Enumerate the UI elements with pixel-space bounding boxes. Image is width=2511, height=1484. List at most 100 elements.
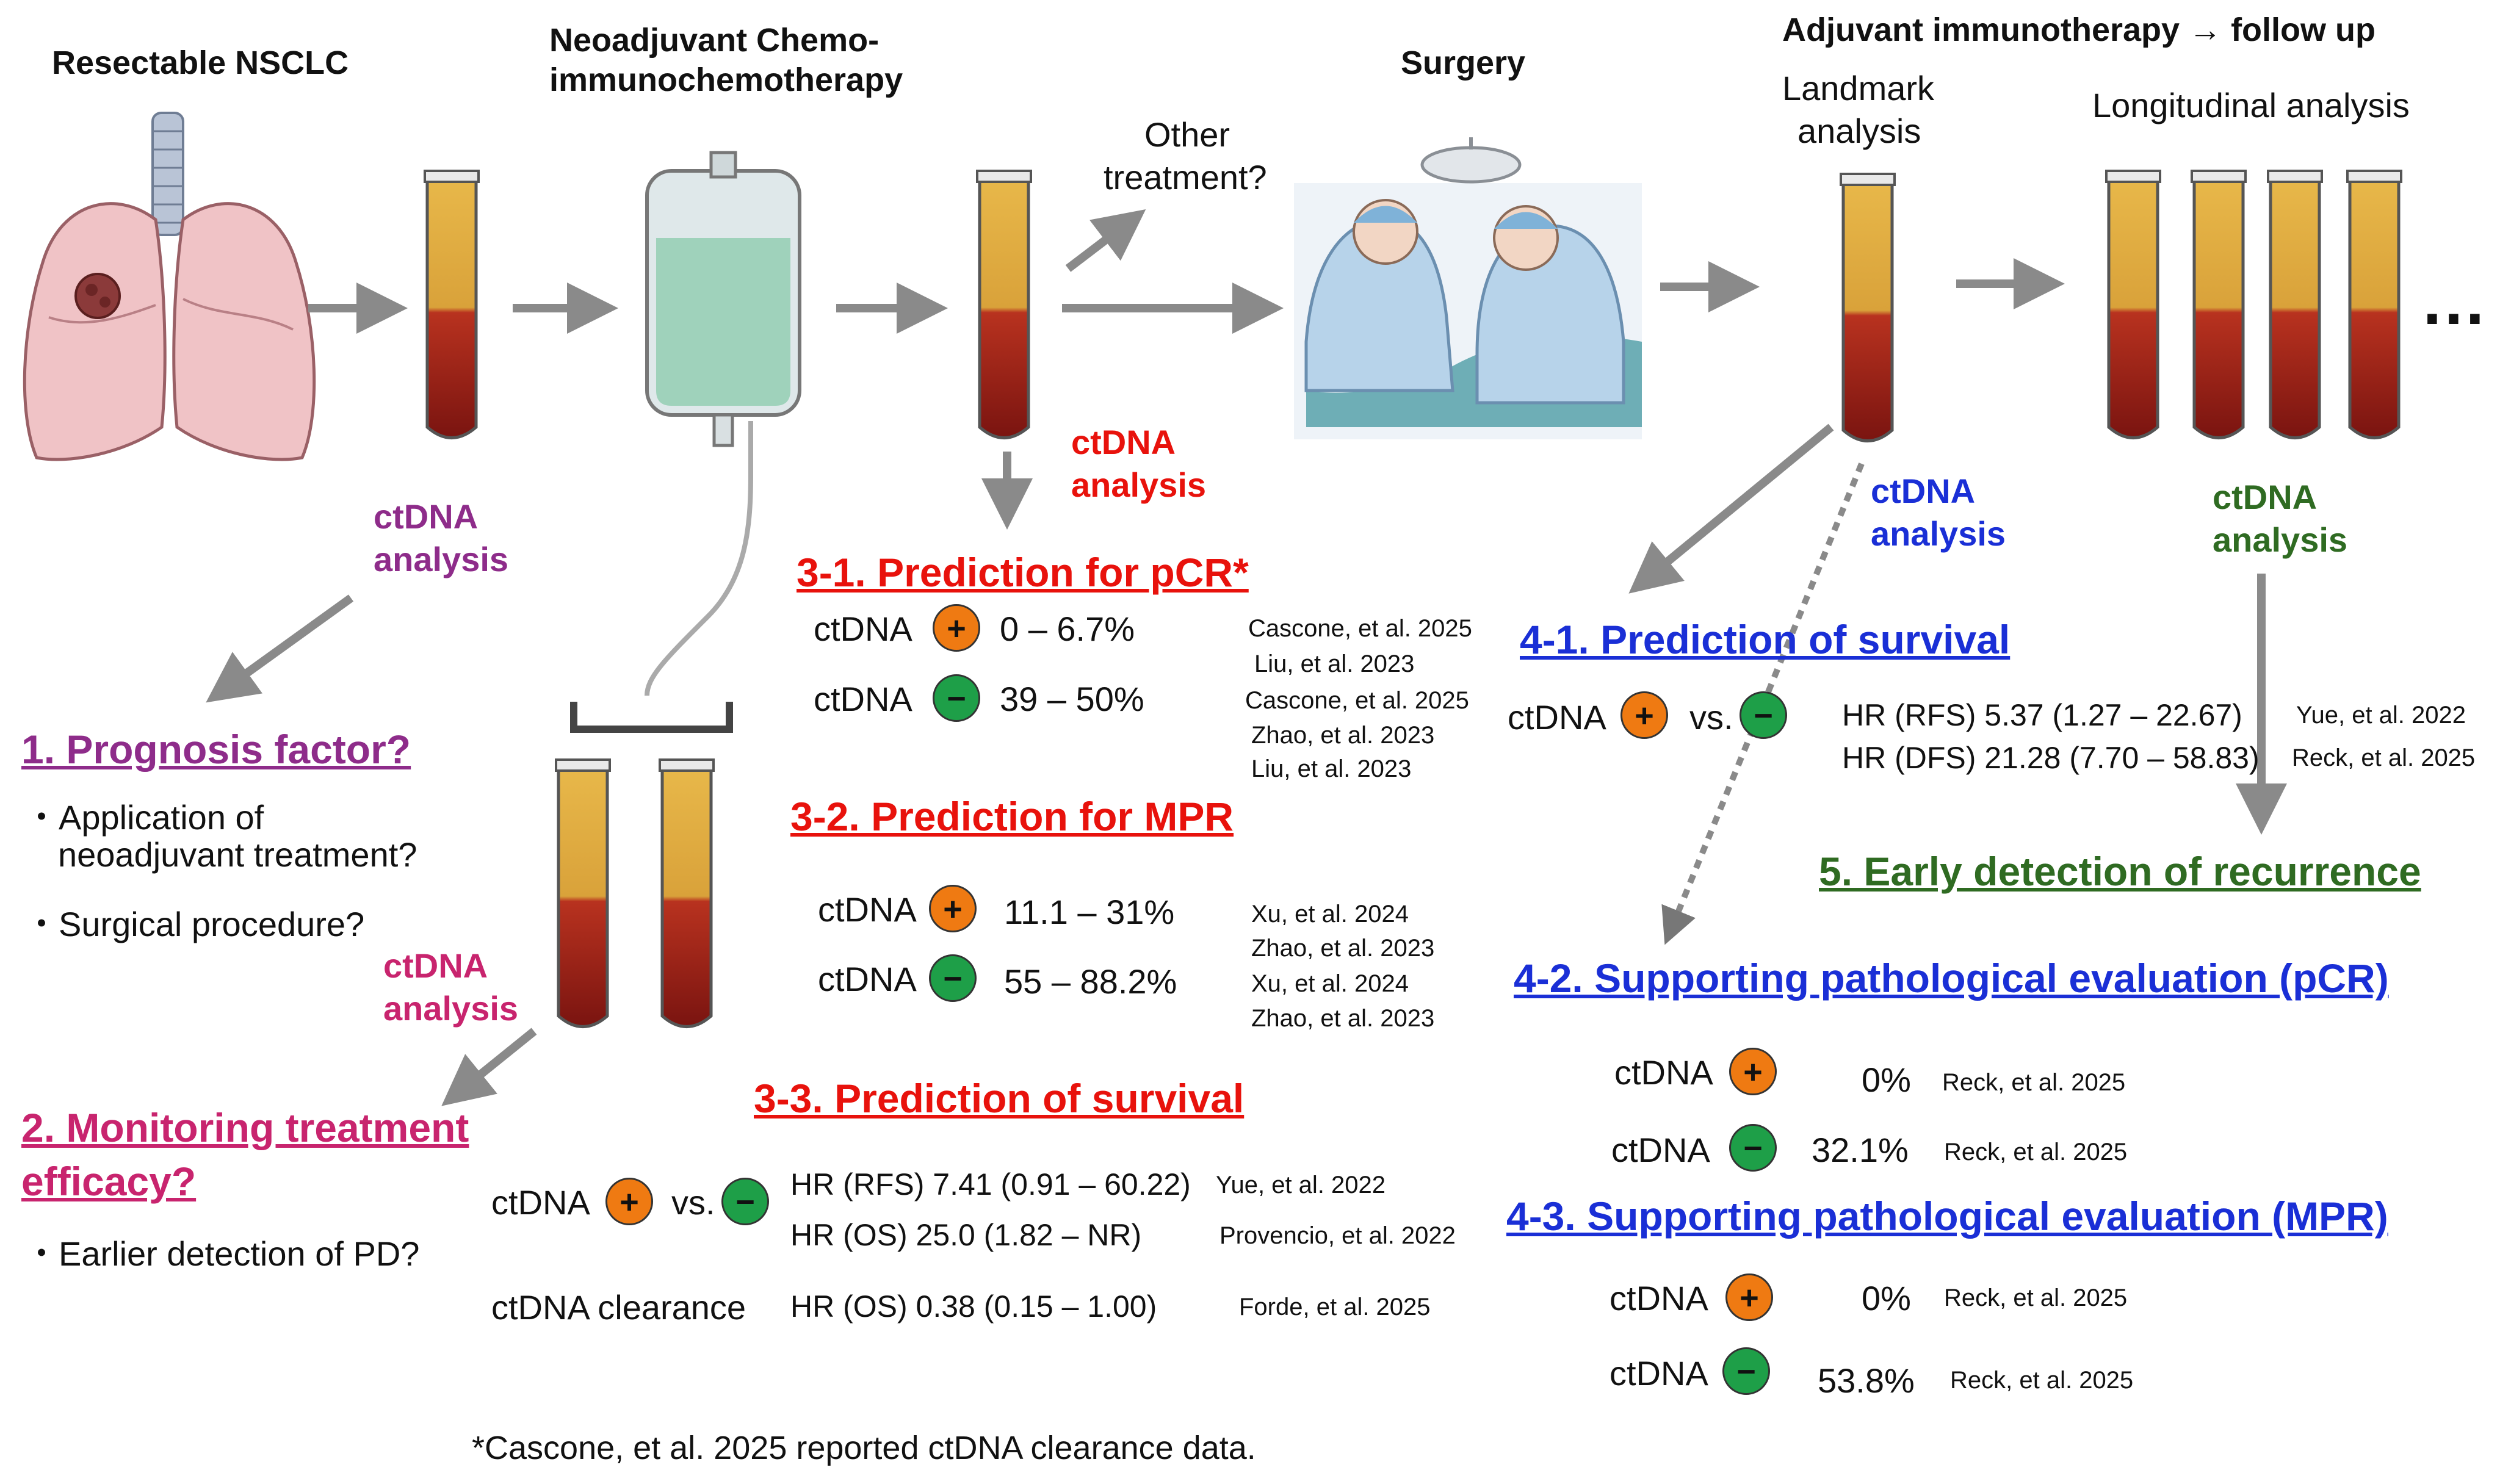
s41-hr-rfs: HR (RFS) 5.37 (1.27 – 22.67) bbox=[1842, 698, 2242, 732]
s32-pos-value: 11.1 – 31% bbox=[1004, 893, 1175, 931]
negative-icon: − bbox=[933, 674, 980, 722]
s43-ref-neg: Reck, et al. 2025 bbox=[1950, 1367, 2134, 1394]
s32-ctdna-neg: ctDNA bbox=[818, 960, 917, 998]
blood-tube-icon bbox=[976, 170, 1032, 439]
s31-neg-value: 39 – 50% bbox=[1000, 680, 1144, 718]
s32-ref-3: Xu, et al. 2024 bbox=[1251, 970, 1409, 997]
s41-hr-dfs: HR (DFS) 21.28 (7.70 – 58.83) bbox=[1842, 741, 2260, 775]
positive-icon: + bbox=[605, 1178, 653, 1225]
ctdna-label-1-analysis: analysis bbox=[374, 540, 509, 578]
blood-tube-icon bbox=[2105, 170, 2161, 439]
positive-icon: + bbox=[1620, 691, 1668, 739]
ctdna-label-2-analysis: analysis bbox=[383, 989, 519, 1028]
section-3-3-title: 3-3. Prediction of survival bbox=[754, 1076, 1245, 1121]
ctdna-label-4-analysis: analysis bbox=[1871, 514, 2006, 553]
stage-neoadjuvant-2: immunochemotherapy bbox=[549, 62, 903, 98]
s33-ref-os: Provencio, et al. 2022 bbox=[1219, 1222, 1456, 1249]
s41-ref-rfs: Yue, et al. 2022 bbox=[2296, 702, 2466, 729]
s33-ref-rfs: Yue, et al. 2022 bbox=[1216, 1172, 1386, 1198]
ctdna-label-3-analysis: analysis bbox=[1071, 466, 1207, 504]
positive-icon: + bbox=[1729, 1048, 1777, 1095]
ctdna-label-1-word: ctDNA bbox=[374, 497, 479, 536]
blood-tube-icon bbox=[1840, 173, 1896, 442]
stage-resectable: Resectable NSCLC bbox=[52, 45, 349, 81]
s31-ref-4: Zhao, et al. 2023 bbox=[1251, 722, 1435, 749]
arrow-icon bbox=[1661, 463, 1865, 945]
s33-ctdna: ctDNA bbox=[491, 1183, 590, 1222]
longitudinal-label: Longitudinal analysis bbox=[2092, 86, 2410, 124]
section-3-2-title: 3-2. Prediction for MPR bbox=[790, 794, 1234, 839]
landmark-line2: analysis bbox=[1797, 112, 1921, 150]
s43-neg-value: 53.8% bbox=[1818, 1361, 1915, 1400]
blood-tube-icon bbox=[2191, 170, 2247, 439]
iv-bag-icon bbox=[570, 151, 801, 733]
s42-ref-pos: Reck, et al. 2025 bbox=[1942, 1069, 2126, 1096]
ctdna-label-2-word: ctDNA bbox=[383, 946, 488, 985]
other-line1: Other bbox=[1144, 115, 1230, 154]
s33-hr-os: HR (OS) 25.0 (1.82 – NR) bbox=[790, 1218, 1142, 1252]
s32-ref-2: Zhao, et al. 2023 bbox=[1251, 935, 1435, 962]
positive-icon: + bbox=[929, 885, 977, 932]
ctdna-label-4-word: ctDNA bbox=[1871, 472, 1976, 510]
s33-ref-clearance: Forde, et al. 2025 bbox=[1239, 1294, 1431, 1320]
stage-neoadjuvant-1: Neoadjuvant Chemo- bbox=[549, 22, 880, 59]
section-3-1-title: 3-1. Prediction for pCR* bbox=[797, 550, 1249, 595]
s41-ref-dfs: Reck, et al. 2025 bbox=[2292, 744, 2476, 771]
s31-ctdna-neg: ctDNA bbox=[814, 680, 912, 718]
landmark-line1: Landmark bbox=[1782, 69, 1935, 107]
s43-ctdna-neg: ctDNA bbox=[1610, 1354, 1708, 1392]
s42-ref-neg: Reck, et al. 2025 bbox=[1944, 1139, 2128, 1165]
s31-ref-5: Liu, et al. 2023 bbox=[1251, 755, 1412, 782]
s31-ref-1: Cascone, et al. 2025 bbox=[1248, 615, 1472, 642]
s32-ref-1: Xu, et al. 2024 bbox=[1251, 901, 1409, 928]
section-5-title: 5. Early detection of recurrence bbox=[1819, 849, 2421, 894]
s42-ctdna-pos: ctDNA bbox=[1614, 1053, 1713, 1092]
ctdna-label-5-analysis: analysis bbox=[2213, 520, 2348, 559]
negative-icon: − bbox=[1740, 691, 1787, 739]
section-2-bullet-1: ・Earlier detection of PD? bbox=[24, 1234, 420, 1273]
arrow-icon bbox=[206, 209, 2287, 1106]
ellipsis: … bbox=[2420, 264, 2491, 339]
s41-ctdna: ctDNA bbox=[1508, 698, 1606, 737]
s33-clearance-label: ctDNA clearance bbox=[491, 1288, 746, 1327]
blood-tube-icon bbox=[659, 758, 715, 1028]
s31-ctdna-pos: ctDNA bbox=[814, 610, 912, 648]
section-2-title-1: 2. Monitoring treatment bbox=[21, 1105, 469, 1150]
ctdna-label-3-word: ctDNA bbox=[1071, 423, 1176, 461]
blood-tube-icon bbox=[424, 170, 480, 439]
s42-neg-value: 32.1% bbox=[1812, 1131, 1909, 1169]
s43-pos-value: 0% bbox=[1862, 1279, 1911, 1317]
blood-tube-icon bbox=[2267, 170, 2323, 439]
s33-hr-rfs: HR (RFS) 7.41 (0.91 – 60.22) bbox=[790, 1167, 1191, 1201]
blood-tube-icon bbox=[2346, 170, 2402, 439]
section-2-title-2: efficacy? bbox=[21, 1159, 197, 1204]
blood-tube-icon bbox=[555, 758, 611, 1028]
stage-adjuvant: Adjuvant immunotherapy → follow up bbox=[1782, 12, 2376, 48]
section-1-title: 1. Prognosis factor? bbox=[21, 727, 411, 772]
s43-ctdna-pos: ctDNA bbox=[1610, 1279, 1708, 1317]
s41-vs: vs. bbox=[1689, 698, 1733, 737]
positive-icon: + bbox=[1725, 1273, 1773, 1321]
negative-icon: − bbox=[1722, 1347, 1770, 1395]
s31-pos-value: 0 – 6.7% bbox=[1000, 610, 1135, 648]
s43-ref-pos: Reck, et al. 2025 bbox=[1944, 1284, 2128, 1311]
s42-pos-value: 0% bbox=[1862, 1061, 1911, 1099]
s42-ctdna-neg: ctDNA bbox=[1611, 1131, 1710, 1169]
section-1-bullet-1: ・Application of bbox=[24, 798, 264, 837]
ctdna-label-5-word: ctDNA bbox=[2213, 478, 2318, 516]
negative-icon: − bbox=[721, 1178, 769, 1225]
negative-icon: − bbox=[1729, 1124, 1777, 1172]
lung-icon bbox=[23, 112, 316, 461]
surgery-scene-icon bbox=[1294, 137, 1642, 439]
section-4-2-title: 4-2. Supporting pathological evaluation … bbox=[1514, 956, 2389, 1001]
s32-ctdna-pos: ctDNA bbox=[818, 890, 917, 929]
section-4-1-title: 4-1. Prediction of survival bbox=[1520, 617, 2011, 662]
s31-ref-2: Liu, et al. 2023 bbox=[1254, 650, 1415, 677]
footnote: *Cascone, et al. 2025 reported ctDNA cle… bbox=[472, 1430, 1256, 1466]
s33-vs: vs. bbox=[671, 1183, 715, 1222]
section-1-bullet-3: ・Surgical procedure? bbox=[24, 905, 365, 943]
stage-surgery: Surgery bbox=[1401, 45, 1526, 81]
section-4-3-title: 4-3. Supporting pathological evaluation … bbox=[1506, 1194, 2388, 1239]
s32-neg-value: 55 – 88.2% bbox=[1004, 962, 1177, 1001]
